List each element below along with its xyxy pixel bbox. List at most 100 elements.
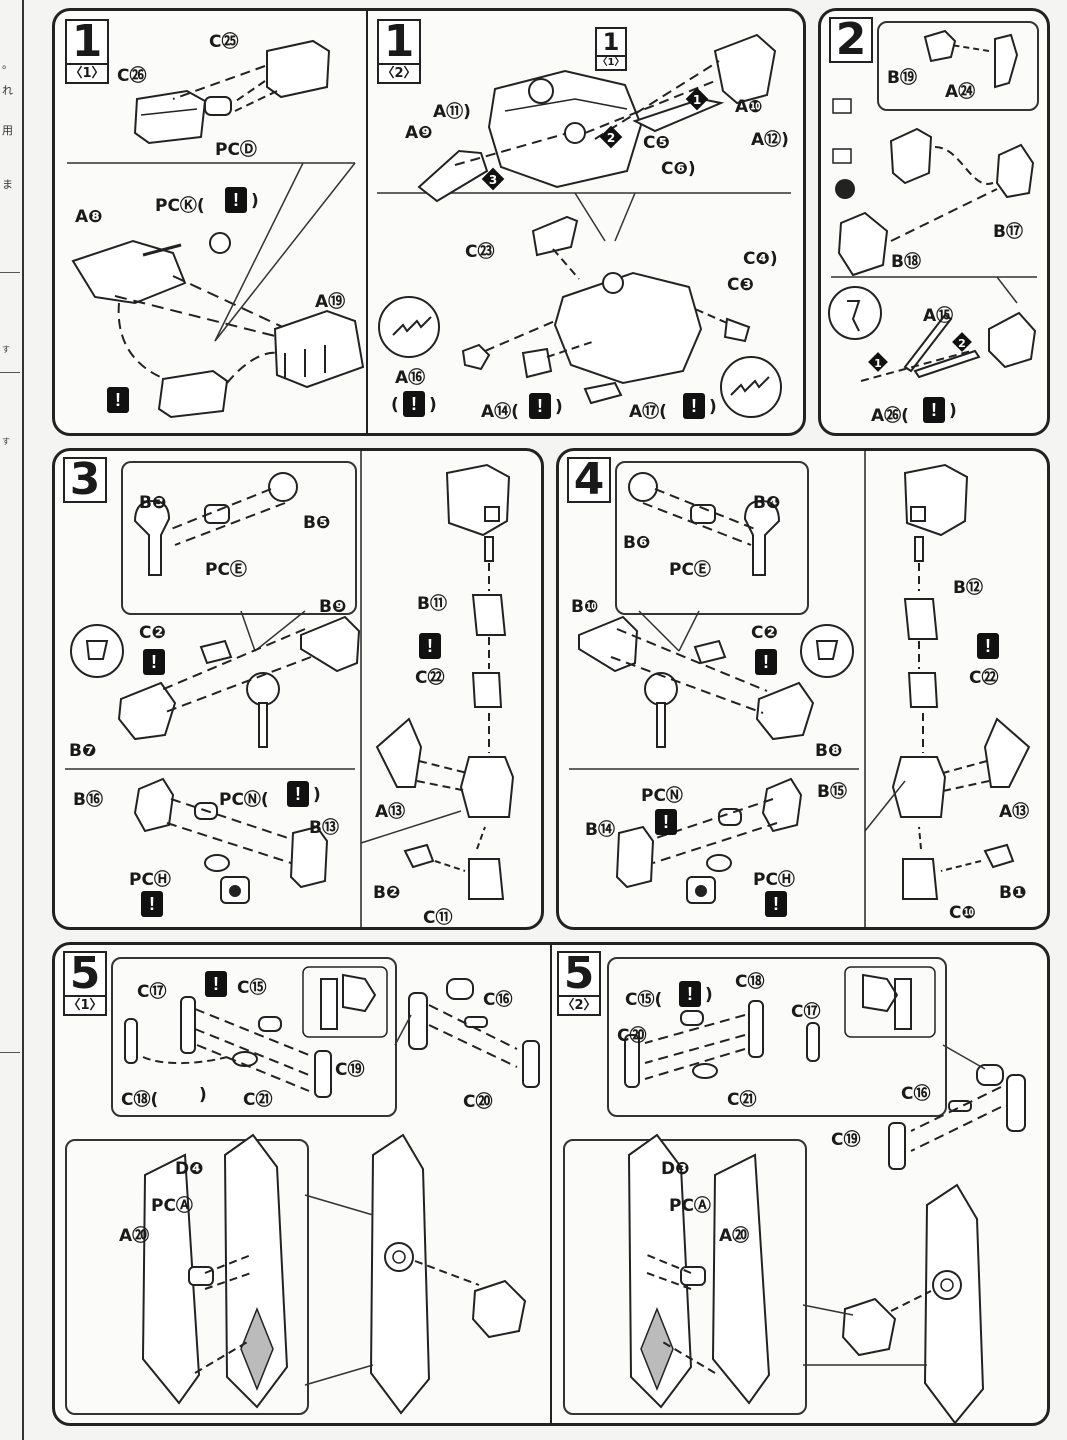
part-label: A⑫) bbox=[751, 130, 789, 150]
part-label: PCⒶ bbox=[669, 1196, 711, 1216]
exclamation-icon: ! bbox=[205, 971, 227, 997]
svg-text:1: 1 bbox=[693, 93, 701, 107]
panel-step-1: 1 2 3 1 〈1〉 1 〈2〉 1 〈1〉 C㉕ C㉖ PCⒹ PCⓀ( !… bbox=[52, 8, 806, 436]
divider bbox=[0, 1052, 20, 1053]
part-label: C㉑ bbox=[727, 1090, 757, 1110]
part-label: B⑯ bbox=[73, 790, 103, 810]
part-label: A⑬ bbox=[999, 802, 1030, 822]
part-label: PCⒺ bbox=[205, 560, 247, 580]
part-label: ) bbox=[949, 401, 957, 421]
part-label: C⑯ bbox=[901, 1084, 931, 1104]
exclamation-icon: ! bbox=[755, 649, 777, 675]
part-label: B⑱ bbox=[891, 252, 921, 272]
exclamation-icon: ! bbox=[977, 633, 999, 659]
step-sub: 〈2〉 bbox=[559, 995, 599, 1014]
part-label: PCⓃ( bbox=[219, 790, 269, 810]
step-number: 5 bbox=[69, 948, 101, 999]
part-label: C⑰ bbox=[791, 1002, 821, 1022]
step-number-5-2: 5 〈2〉 bbox=[557, 951, 601, 1016]
part-label: B❶ bbox=[999, 883, 1027, 903]
divider bbox=[0, 372, 20, 373]
part-label: A⑪) bbox=[433, 102, 471, 122]
part-label: C⑮( bbox=[625, 990, 663, 1010]
part-label: D❸ bbox=[661, 1159, 690, 1179]
step-number: 1 bbox=[602, 28, 620, 56]
part-label: B❾ bbox=[319, 597, 347, 617]
margin-text: ま bbox=[2, 178, 13, 191]
part-label: C⑱ bbox=[735, 972, 765, 992]
part-label: PCⒺ bbox=[669, 560, 711, 580]
part-label: A⑳ bbox=[119, 1226, 150, 1246]
part-label: A⑬ bbox=[375, 802, 406, 822]
step-number-2: 2 bbox=[829, 17, 873, 63]
step-number-1-2: 1 〈2〉 bbox=[377, 19, 421, 84]
part-label: C❷ bbox=[139, 623, 166, 643]
part-label: C❿ bbox=[949, 903, 976, 923]
exclamation-icon: ! bbox=[141, 891, 163, 917]
part-label: B⑬ bbox=[309, 818, 339, 838]
svg-text:2: 2 bbox=[958, 337, 966, 350]
part-label: A⑳ bbox=[719, 1226, 750, 1246]
part-label: C❹) bbox=[743, 249, 778, 269]
step-number-4: 4 bbox=[567, 457, 611, 503]
panel-3-diagram bbox=[65, 451, 515, 927]
step-number: 5 bbox=[563, 948, 595, 999]
part-label: PCⒹ bbox=[215, 140, 257, 160]
part-label: B❼ bbox=[69, 741, 97, 761]
part-label: B⑪ bbox=[417, 594, 447, 614]
divider bbox=[0, 272, 20, 273]
exclamation-icon: ! bbox=[287, 781, 309, 807]
part-label: B❹ bbox=[753, 493, 781, 513]
exclamation-icon: ! bbox=[923, 397, 945, 423]
part-label: ) bbox=[705, 985, 713, 1005]
part-label: B❺ bbox=[303, 513, 331, 533]
step-number-1-1: 1 〈1〉 bbox=[65, 19, 109, 84]
exclamation-icon: ! bbox=[107, 387, 129, 413]
margin-text: れ bbox=[2, 84, 13, 97]
part-label: A⑯ bbox=[395, 368, 426, 388]
part-label: C❷ bbox=[751, 623, 778, 643]
part-label: PCⓀ( bbox=[155, 196, 205, 216]
step-sub: 〈2〉 bbox=[379, 63, 419, 82]
part-label: B⑰ bbox=[993, 222, 1023, 242]
part-label: C㉒ bbox=[415, 668, 445, 688]
part-label: B⑲ bbox=[887, 68, 917, 88]
part-label: C⑳ bbox=[463, 1092, 493, 1112]
step-sub: 〈1〉 bbox=[67, 63, 107, 82]
part-label: C⑱( bbox=[121, 1090, 159, 1110]
part-label: A⑲ bbox=[315, 292, 346, 312]
part-label: A⑭( bbox=[481, 402, 519, 422]
part-label: B⑫ bbox=[953, 578, 983, 598]
part-label: PCⒽ bbox=[753, 870, 795, 890]
part-label: B⑮ bbox=[817, 782, 847, 802]
panel-2-diagram: 1 2 bbox=[828, 29, 1037, 382]
exclamation-icon: ! bbox=[683, 393, 705, 419]
part-label: C㉖ bbox=[117, 66, 147, 86]
exclamation-icon: ! bbox=[225, 187, 247, 213]
part-label: C⑲ bbox=[831, 1130, 861, 1150]
margin-text: す bbox=[2, 345, 10, 354]
part-label: A❾ bbox=[405, 123, 433, 143]
part-label: C㉕ bbox=[209, 32, 239, 52]
exclamation-icon: ! bbox=[679, 981, 701, 1007]
part-label: C㉓ bbox=[465, 242, 495, 262]
step-number: 4 bbox=[573, 454, 605, 505]
svg-text:2: 2 bbox=[607, 131, 615, 145]
part-label: C⑮ bbox=[237, 978, 267, 998]
part-label: PCⒽ bbox=[129, 870, 171, 890]
part-label: B❽ bbox=[815, 741, 843, 761]
part-label: ) bbox=[555, 397, 563, 417]
part-label: PCⓃ bbox=[641, 786, 683, 806]
step-sub: 〈1〉 bbox=[65, 995, 105, 1014]
svg-text:3: 3 bbox=[489, 173, 497, 187]
part-label: C❺ bbox=[643, 133, 670, 153]
part-label: ( bbox=[391, 395, 399, 415]
part-label: A⑮ bbox=[923, 306, 954, 326]
step-number: 2 bbox=[835, 14, 867, 65]
part-label: D❹ bbox=[175, 1159, 204, 1179]
part-label: C❸ bbox=[727, 275, 754, 295]
part-label: A❿ bbox=[735, 97, 763, 117]
part-label: A㉔ bbox=[945, 82, 976, 102]
step-sub: 〈1〉 bbox=[597, 55, 625, 68]
margin-text: 。 bbox=[2, 58, 13, 71]
